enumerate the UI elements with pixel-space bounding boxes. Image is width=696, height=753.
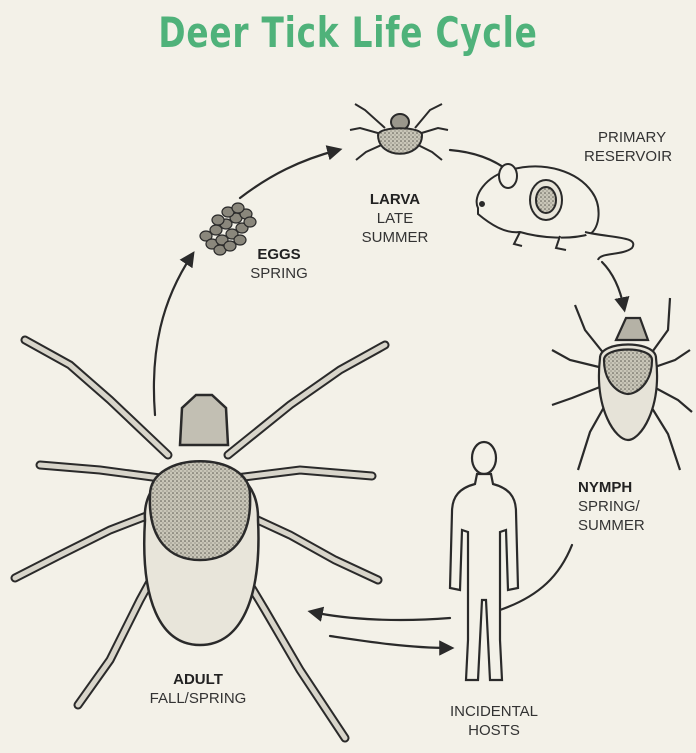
eggs-season: SPRING [244, 264, 314, 283]
diagram-title: Deer Tick Life Cycle [77, 8, 620, 57]
nymph-name: NYMPH [578, 478, 668, 497]
larva-season-line2: SUMMER [350, 228, 440, 247]
label-nymph: NYMPH SPRING/ SUMMER [578, 478, 668, 535]
eggs-name: EGGS [244, 245, 314, 264]
incidental-line1: INCIDENTAL [424, 702, 564, 721]
label-incidental-hosts: INCIDENTAL HOSTS [424, 702, 564, 740]
adult-name: ADULT [118, 670, 278, 689]
reservoir-line2: RESERVOIR [584, 147, 692, 166]
label-larva: LARVA LATE SUMMER [350, 190, 440, 247]
arrow-reservoir-to-nymph [602, 262, 624, 308]
larva-name: LARVA [350, 190, 440, 209]
nymph-season-line1: SPRING/ [578, 497, 668, 516]
arrow-adult-to-hosts [330, 636, 450, 648]
larva-season-line1: LATE [350, 209, 440, 228]
incidental-line2: HOSTS [424, 721, 564, 740]
label-primary-reservoir: PRIMARY RESERVOIR [584, 128, 692, 166]
arrow-adult-to-eggs [154, 255, 192, 415]
mouse-icon [477, 164, 634, 260]
human-silhouette-icon [450, 442, 518, 680]
reservoir-line1: PRIMARY [584, 128, 692, 147]
label-adult: ADULT FALL/SPRING [118, 670, 278, 708]
adult-season: FALL/SPRING [118, 689, 278, 708]
label-eggs: EGGS SPRING [244, 245, 314, 283]
arrow-hosts-to-adult [312, 612, 450, 620]
arrow-eggs-to-larva [240, 150, 338, 198]
nymph-tick-icon [552, 298, 692, 470]
nymph-season-line2: SUMMER [578, 516, 668, 535]
larva-tick-icon [350, 104, 448, 160]
